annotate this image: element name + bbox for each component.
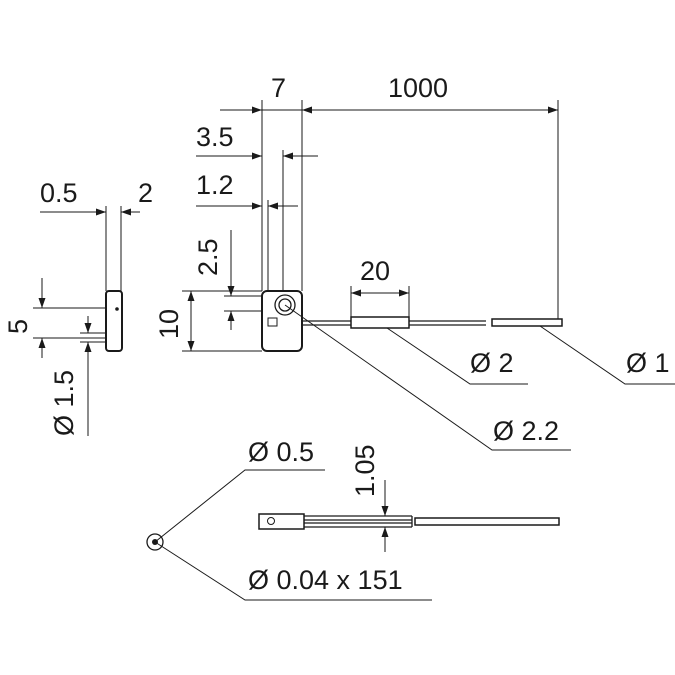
dim-2: 2: [138, 178, 153, 208]
dim-1-05: 1.05: [350, 444, 380, 497]
dim-dia-1: Ø 1: [626, 348, 670, 378]
dim-dia-1-5: Ø 1.5: [49, 370, 79, 436]
dim-dia-0-5: Ø 0.5: [248, 437, 314, 467]
side-view: 0.5 2 5 Ø 1.5: [3, 178, 153, 436]
dim-3-5: 3.5: [196, 122, 234, 152]
dim-2-5: 2.5: [193, 238, 223, 276]
dim-strands: Ø 0.04 x 151: [248, 565, 403, 595]
dim-20: 20: [360, 256, 390, 286]
bottom-view: Ø 0.5 Ø 0.04 x 151 1.05: [146, 437, 560, 601]
dim-1-2: 1.2: [196, 170, 234, 200]
dim-dia-2: Ø 2: [470, 348, 514, 378]
dim-0-5: 0.5: [40, 178, 78, 208]
dim-dia-2-2: Ø 2.2: [493, 416, 559, 446]
dim-1000: 1000: [388, 73, 448, 103]
dim-10: 10: [154, 309, 184, 339]
dim-5: 5: [3, 319, 33, 334]
dim-7: 7: [271, 73, 286, 103]
front-view: 7 1000 3.5 1.2 2.5 10 20 Ø 2 Ø 1 Ø 2.2: [154, 73, 675, 451]
